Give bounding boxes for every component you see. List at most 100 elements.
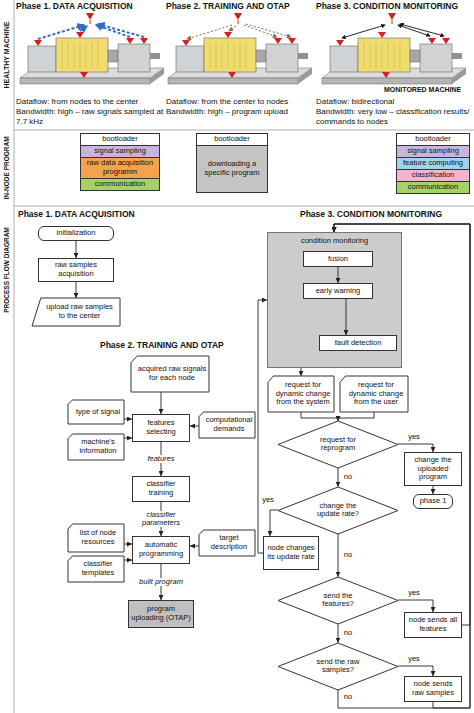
- text-block: request for reprogram: [306, 434, 371, 455]
- outline: [32, 298, 120, 326]
- process-box: node changes its update rate: [263, 536, 319, 570]
- process-box: program uploading (OTAP): [128, 600, 194, 628]
- node-text: node sends all features: [407, 616, 459, 633]
- node-text: list of node resources: [74, 529, 122, 546]
- decision-diamond: send the raw samples?: [278, 643, 398, 690]
- text-block: bootloader: [414, 134, 451, 145]
- text-block: bootloader: [213, 134, 250, 145]
- connector: [76, 282, 77, 298]
- text-block: target description: [199, 532, 255, 553]
- text-block: feature computing: [402, 158, 464, 169]
- node-text: classifier templates: [74, 560, 122, 577]
- connector: [190, 546, 199, 547]
- text-block: send the features?: [306, 590, 371, 611]
- text-block: node sends raw samples: [405, 678, 461, 699]
- outline: [278, 577, 398, 624]
- bandwidth-note: Bandwidth: high – raw signals sampled at…: [16, 107, 166, 126]
- connector: [124, 544, 132, 545]
- node-text: request for reprogram: [308, 436, 369, 453]
- document-box: list of node resources: [68, 524, 124, 552]
- node-text: upload raw samples to the center: [42, 303, 117, 320]
- node-text: type of signal: [76, 408, 120, 417]
- group-box: condition monitoringfusionearly warningf…: [267, 232, 402, 368]
- connector: [338, 534, 339, 577]
- process-box: node sends raw samples: [404, 676, 462, 702]
- document-box: computational demands: [199, 412, 255, 438]
- text-block: condition monitoring: [297, 233, 372, 250]
- text-block: type of signal: [70, 406, 122, 419]
- process-box: raw samples acquisition: [38, 258, 114, 282]
- edge-label: no: [343, 693, 353, 701]
- text-block: raw data acquisition programm: [81, 158, 159, 177]
- machine-label: MONITORED MACHINE: [384, 86, 472, 94]
- program-layer: communication: [396, 181, 470, 194]
- text-block: list of node resources: [68, 527, 124, 548]
- connector: [398, 600, 433, 612]
- connector: [346, 299, 347, 335]
- edge-label: yes: [407, 433, 421, 441]
- node-text: phase 1: [420, 497, 447, 506]
- node-text: feature computing: [403, 159, 463, 168]
- text-block: automatic programming: [133, 539, 189, 560]
- section-rules: [14, 0, 474, 713]
- document-box: type of signal: [68, 400, 124, 424]
- node-text: condition monitoring: [301, 237, 368, 246]
- dataflow-note: Dataflow: from nodes to the center: [16, 97, 166, 107]
- node-text: automatic programming: [135, 541, 187, 558]
- outline: [68, 556, 124, 582]
- connector: [301, 412, 338, 421]
- connector: [398, 666, 433, 676]
- phase-heading: Phase 2. TRAINING AND OTAP: [166, 1, 316, 11]
- node-text: bootloader: [102, 135, 137, 144]
- bandwidth-note: Bandwidth: very low – classification res…: [316, 107, 472, 126]
- outline: [278, 643, 398, 690]
- node-text: acquired raw signals for each node: [137, 365, 207, 382]
- connector: [338, 468, 339, 487]
- text-block: node sends all features: [405, 614, 461, 635]
- text-block: bootloader: [101, 134, 138, 145]
- node-text: request for dynamic change from the user: [346, 381, 406, 407]
- dataflow-note: Dataflow: bidirectional: [316, 97, 472, 107]
- node-text: raw samples acquisition: [41, 261, 111, 278]
- edge-label: yes: [407, 589, 421, 597]
- outline: [199, 412, 255, 438]
- process-box: features selecting: [132, 414, 190, 442]
- terminal-box: initialization: [38, 226, 114, 241]
- process-box: early warning: [303, 283, 373, 299]
- connector: [301, 368, 302, 376]
- program-layer: downloading a specific program: [196, 145, 268, 193]
- program-layer: raw data acquisition programm: [80, 157, 160, 179]
- text-block: machine's information: [68, 436, 124, 457]
- edge-label: no: [343, 629, 353, 637]
- section-label: PROCESS FLOW DIAGRAM: [1, 215, 13, 325]
- connector: [124, 419, 132, 420]
- edge-label: classifier parameters: [132, 511, 190, 528]
- decision-diamond: request for reprogram: [278, 421, 398, 468]
- bandwidth-note: Bandwidth: high – program upload: [166, 107, 314, 117]
- node-text: node changes its update rate: [266, 544, 316, 561]
- edge-label: features: [146, 455, 175, 463]
- node-text: send the features?: [308, 592, 369, 609]
- outline: [68, 524, 124, 552]
- connector: [190, 426, 199, 427]
- decision-diamond: change the update rate?: [278, 487, 398, 534]
- edge-label: no: [343, 551, 353, 559]
- text-block: features selecting: [133, 417, 189, 438]
- text-block: initialization: [55, 227, 98, 240]
- connector: [124, 438, 132, 439]
- node-text: signal sampling: [94, 147, 146, 156]
- document-box: machine's information: [68, 434, 124, 460]
- node-text: signal sampling: [407, 147, 459, 156]
- node-text: node sends raw samples: [407, 680, 459, 697]
- document-box: acquired raw signals for each node: [131, 356, 209, 392]
- outline: [278, 487, 398, 534]
- node-text: bootloader: [214, 135, 249, 144]
- text-block: signal sampling: [406, 146, 460, 157]
- text-block: signal sampling: [93, 146, 147, 157]
- outline: [68, 434, 124, 460]
- text-block: communication: [94, 179, 146, 190]
- healthy-machine: [20, 13, 164, 84]
- node-text: classifier training: [135, 480, 187, 497]
